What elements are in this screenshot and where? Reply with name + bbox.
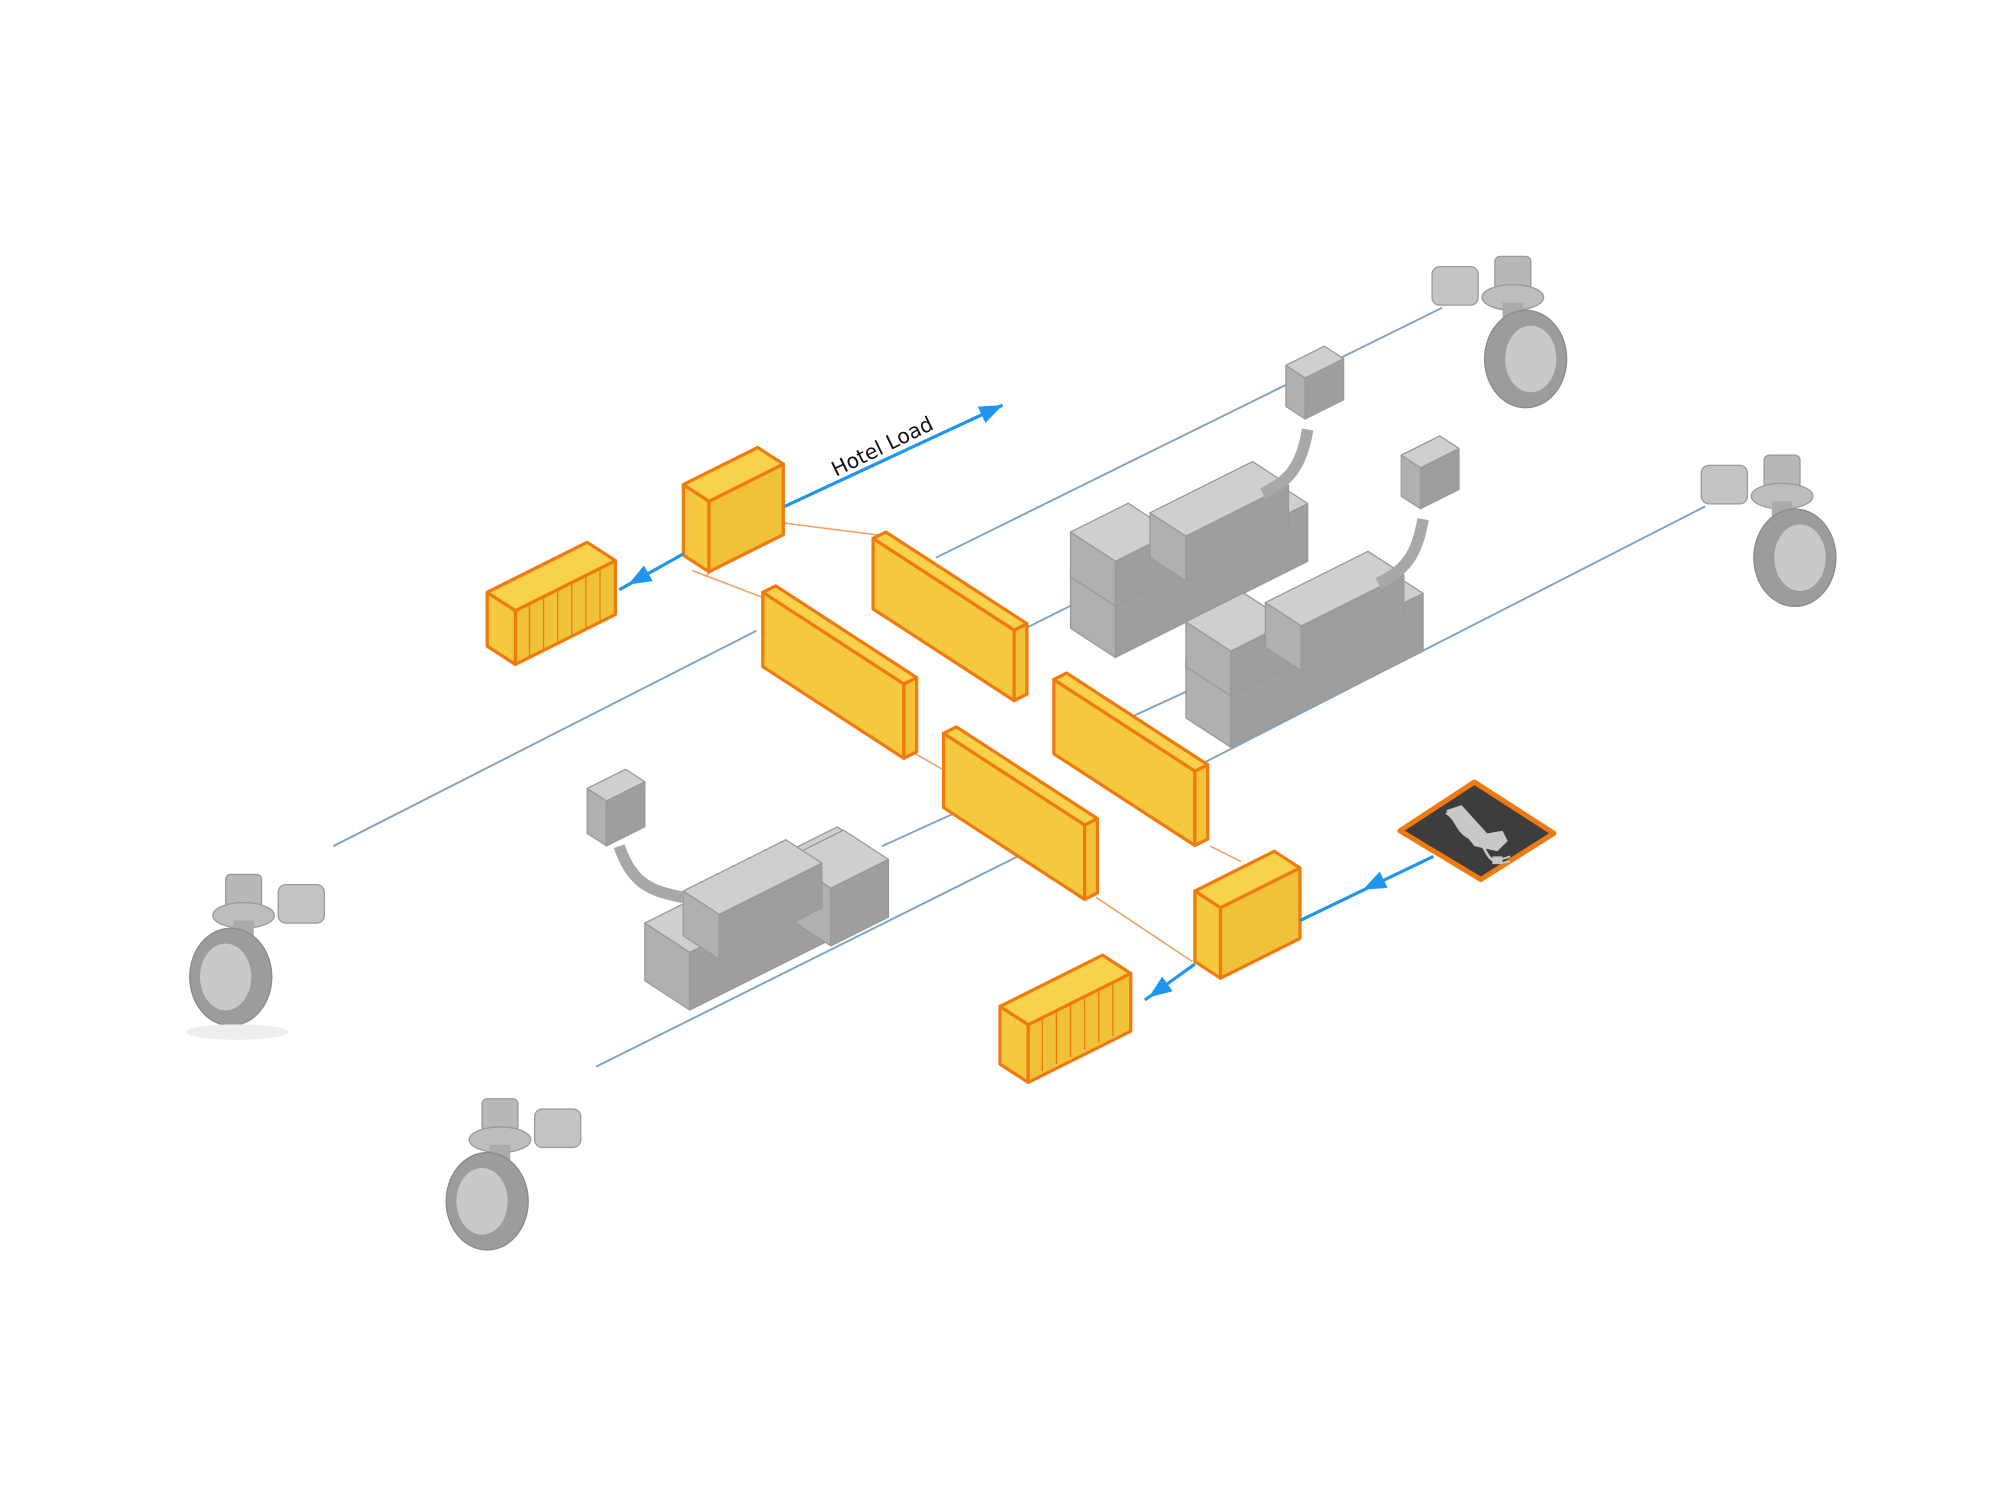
switchboard-panel-a-side-face <box>1012 622 1029 703</box>
transformer-top <box>681 445 785 574</box>
arrow-head-icon <box>1362 871 1388 890</box>
generator-set-1 <box>1069 345 1345 659</box>
bus-connection-line <box>692 569 770 601</box>
switchboard-panel-d-top-face <box>1052 671 1210 773</box>
generator-set-2-exhaust-box-top-face <box>1400 435 1460 469</box>
hotel-load-arrow <box>783 403 1004 508</box>
thruster-right-motor <box>1700 464 1749 505</box>
hotel-load-arrow-line <box>783 403 1004 508</box>
machinery-layer <box>185 255 1837 1251</box>
generator-set-3-exhaust-box-top-face <box>586 768 646 802</box>
transformer-bottom <box>1193 849 1302 980</box>
generator-set-3-exhaust-box <box>586 768 646 847</box>
thruster-top-right <box>1431 255 1568 409</box>
shore-to-transformer-arrow <box>1299 854 1435 922</box>
switchboard-panel-d-side-face <box>1193 763 1210 848</box>
to-battery-bottom-arrow <box>1143 962 1196 1002</box>
switchboard-panel-c <box>941 725 1100 901</box>
generator-set-1-engine-block-top-face <box>1149 460 1290 537</box>
thruster-bottom <box>445 1098 582 1251</box>
electrical-components <box>485 445 1302 1085</box>
generator-set-2-engine-block <box>1264 550 1405 672</box>
generator-set-2 <box>1185 435 1460 748</box>
shaft-connection-line <box>332 629 757 848</box>
thruster-top-right-nozzle-inner <box>1505 325 1557 393</box>
shadow <box>185 1024 289 1040</box>
arrow-head-icon <box>977 405 1003 423</box>
switchboard-panel-b-top-face <box>761 584 919 686</box>
bus-connection-line <box>784 522 885 537</box>
generator-set-3-engine-block <box>682 839 823 960</box>
thruster-bottom-nozzle-inner <box>456 1167 508 1235</box>
generator-set-3 <box>586 768 890 1011</box>
thruster-left-motor <box>277 883 326 924</box>
power-flow-arrows <box>618 403 1435 1002</box>
thruster-top-right-motor <box>1431 266 1479 306</box>
switchboard-panel-b-front-face <box>761 590 906 760</box>
generator-set-2-engine-block-top-face <box>1264 550 1405 627</box>
switchboard-panel-a-top-face <box>871 530 1029 632</box>
switchboard-panel-c-top-face <box>941 725 1100 827</box>
shore-power-plug-icon <box>1445 805 1511 865</box>
generator-set-1-exhaust-box-top-face <box>1285 345 1345 379</box>
switchboard-panel-b <box>761 584 919 760</box>
shaft-connection-line <box>595 838 1052 1068</box>
shaft-connection-line <box>935 306 1443 559</box>
battery-bank-top <box>485 540 617 667</box>
arrow-head-icon <box>628 565 653 585</box>
generator-set-3-exhaust-pipe <box>613 844 685 904</box>
generator-set-1-exhaust-pipe <box>1260 428 1314 499</box>
switchboard-panel-d <box>1052 671 1210 848</box>
generator-set-1-engine-block <box>1149 460 1290 582</box>
bus-connection-line <box>915 753 943 770</box>
transformer-bottom-top-face <box>1193 849 1302 910</box>
shore-power-connection[interactable] <box>1397 779 1557 883</box>
battery-bank-bottom <box>998 953 1133 1085</box>
generator-set-3-engine-block-top-face <box>682 839 823 916</box>
hotel-load-label: Hotel Load <box>828 412 937 482</box>
thruster-right <box>1700 454 1837 608</box>
thruster-right-nozzle-inner <box>1774 524 1826 592</box>
switchboard-panel-a <box>871 530 1029 703</box>
bus-connection-line <box>1095 896 1193 963</box>
switchboard-panel-c-side-face <box>1083 816 1100 901</box>
bus-connection-line <box>1209 845 1242 863</box>
switchboard-panel-b-side-face <box>902 675 919 760</box>
battery-bank-bottom-top-face <box>998 953 1133 1027</box>
thruster-left-nozzle-inner <box>200 943 252 1011</box>
thruster-bottom-motor <box>533 1108 582 1149</box>
transformer-top-top-face <box>681 445 785 503</box>
thruster-left <box>189 873 326 1027</box>
arrow-head-icon <box>1148 976 1173 998</box>
battery-bank-top-top-face <box>485 540 617 613</box>
generator-set-2-exhaust-pipe <box>1375 518 1429 589</box>
generator-set-2-exhaust-box <box>1400 435 1460 510</box>
shaft-connection-line <box>1025 601 1078 630</box>
to-battery-top-arrow <box>618 552 685 592</box>
shaft-connection-line <box>1198 505 1706 767</box>
generator-set-1-exhaust-box <box>1285 345 1345 420</box>
